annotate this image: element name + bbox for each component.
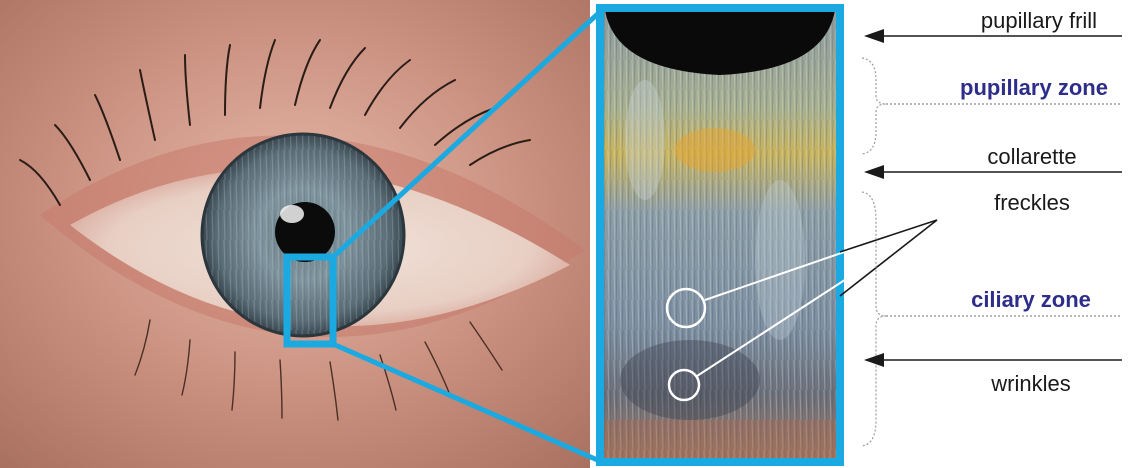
iris-zoom-panel (600, 8, 840, 462)
ciliary-zone-bracket (862, 192, 886, 446)
pupillary-frill-arrowhead (864, 29, 884, 43)
label-pupillary-frill: pupillary frill (981, 8, 1097, 33)
pupillary-zone-bracket (862, 58, 886, 154)
wrinkles-arrowhead (864, 353, 884, 367)
label-ciliary-zone: ciliary zone (971, 287, 1091, 312)
label-collarette: collarette (987, 144, 1076, 169)
label-wrinkles: wrinkles (990, 371, 1070, 396)
collarette-arrowhead (864, 165, 884, 179)
eye-photo (0, 0, 590, 468)
label-freckles: freckles (994, 190, 1070, 215)
label-pupillary-zone: pupillary zone (960, 75, 1108, 100)
